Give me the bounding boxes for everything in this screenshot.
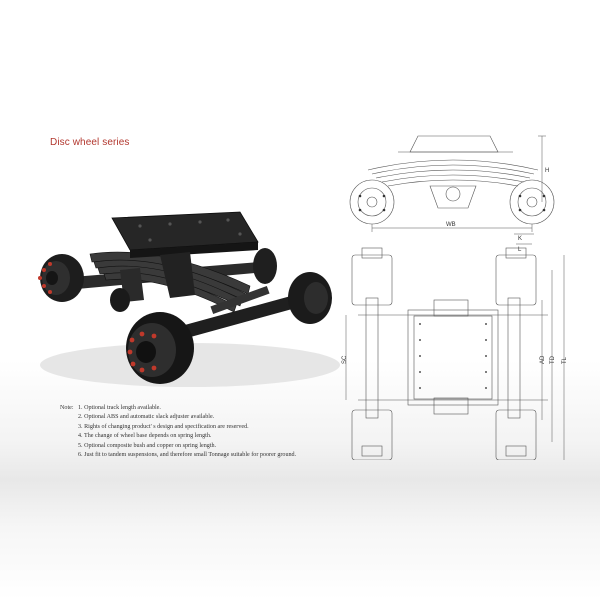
notes-lead: Note: [60,405,74,411]
dim-label-tl: TL [562,356,568,364]
dim-label-ad: AD [540,355,546,364]
dim-label-td: TD [550,355,556,364]
rear-right-brake-drum [253,248,277,284]
rear-left-brake-drum [38,254,84,302]
front-left-brake-drum [126,312,194,384]
page-title: Disc wheel series [50,137,130,148]
dim-label-sc: SC [342,355,348,364]
note-item-3: 3. Rights of changing product' s design … [78,423,249,430]
note-item-5: 5. Optional composite bush and copper on… [78,442,217,449]
suspension-product-photo [38,211,340,387]
technical-drawing: WB H [342,135,568,460]
note-item-2: 2. Optional ABS and automatic slack adju… [78,414,215,421]
notes-block: Note:1. Optional track length available.… [60,404,370,460]
note-item-1: Note:1. Optional track length available. [60,404,370,413]
front-right-brake-drum [288,272,332,324]
dim-label-wb: WB [446,222,456,228]
dim-label-l: L [518,247,522,253]
note-item-4: 4. The change of wheel base depends on s… [78,433,212,440]
note-item-6: 6. Just fit to tandem suspensions, and t… [78,452,297,459]
dim-label-h: H [545,168,549,174]
dim-label-k: K [518,236,522,242]
